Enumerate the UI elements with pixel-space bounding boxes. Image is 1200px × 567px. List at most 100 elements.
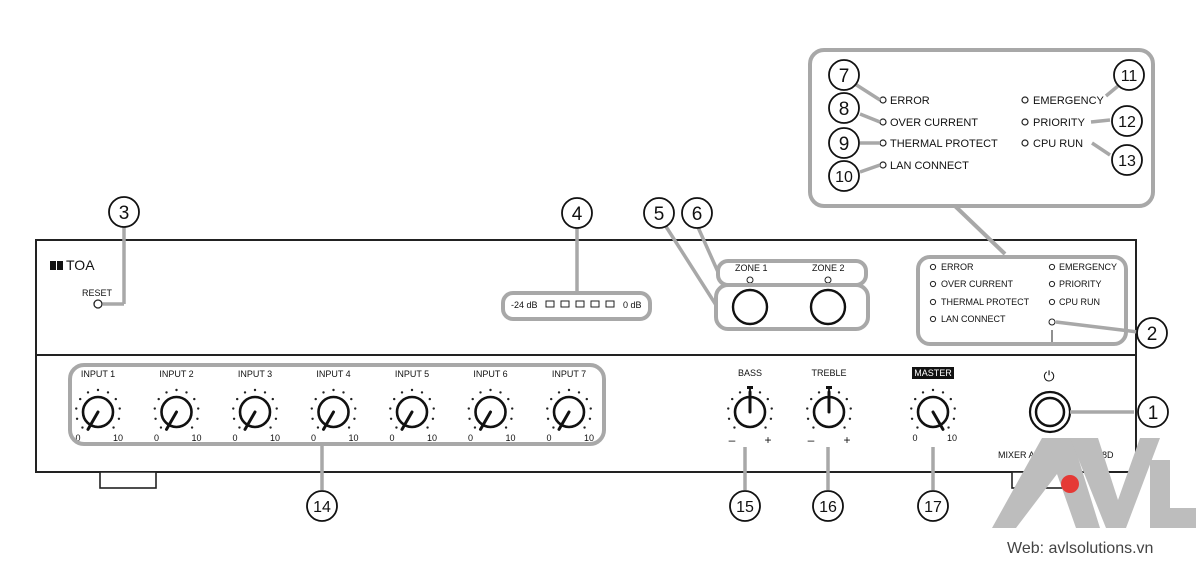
knob-tick [197,407,200,410]
input-max-label: 10 [584,433,594,443]
knob-tick [75,407,78,410]
knob-tick [347,426,351,429]
meter-high-label: 0 dB [623,300,642,310]
input-min-label: 0 [546,433,551,443]
knob-tick [510,417,513,420]
zoom-label: ERROR [890,95,930,107]
knob-tick [585,397,588,401]
knob-tick [921,391,925,394]
knob-tick [468,417,471,420]
knob-tick [353,417,356,420]
zone-2-led [824,276,832,284]
reset-button[interactable] [93,299,103,309]
knob-tick [806,407,809,410]
status-led [1048,263,1056,271]
meter-segment [575,300,585,308]
knob-tick [910,407,913,410]
highlight-zone-leds [716,259,868,287]
status-led [929,280,937,288]
knob-tick [157,397,160,401]
knob-tick [316,426,320,429]
knob-tick [196,417,199,420]
knob-tick [410,388,414,392]
input-max-label: 10 [113,433,123,443]
tone-max-label: + [764,433,771,447]
leader-7 [854,82,881,102]
knob-tick [159,426,163,429]
power-button[interactable] [1034,396,1066,428]
knob-tick [154,417,157,420]
callout-1: 1 [1148,403,1159,424]
knob-tick [504,426,508,429]
knob-tick [118,407,121,410]
master-label-bg [912,367,954,379]
knob-tick [827,388,831,392]
avl-logo-v [1070,438,1160,528]
brand-name: TOA [66,257,95,273]
input-min-label: 0 [311,433,316,443]
knob-tick [507,397,510,401]
callout-16-circle [812,490,844,522]
avl-logo-a [992,438,1100,528]
knob-tick [389,417,393,420]
callout-6-circle [681,197,713,229]
zone-2-button[interactable] [809,288,847,326]
knob-tick [806,417,810,420]
callout-13: 13 [1118,153,1136,170]
avl-logo-dot [1061,475,1079,493]
knob-tick [511,407,514,410]
zoom-led [1021,118,1029,126]
callout-3-circle [108,196,140,228]
tone-max-label: + [843,433,850,447]
callout-13-circle [1111,144,1143,176]
meter-segments [545,300,615,308]
input-max-label: 10 [348,433,358,443]
callout-8-circle [828,92,860,124]
knob-tick [269,426,272,429]
input-max-label: 10 [427,433,437,443]
tone-min-label: – [808,433,815,447]
leader-11 [1104,84,1120,98]
zone-1-button[interactable] [731,288,769,326]
callout-10-circle [828,160,860,192]
toa-logo: TOA [50,257,95,273]
knob-tick [727,407,730,410]
callout-4: 4 [572,204,583,225]
power-icon: ⏻ [1043,368,1054,384]
status-label: EMERGENCY [1059,262,1117,272]
avl-logo-l [1150,460,1196,528]
knob-tick [589,407,592,410]
knob-tick [770,407,773,410]
knob-pointer [479,410,492,431]
knob-tick [79,397,82,401]
zoom-box-outline [808,48,1155,208]
knob-tick [848,417,852,420]
knob-tick [342,391,345,394]
watermark-web: Web: avlsolutions.vn [1007,540,1153,557]
knob-pointer [165,410,178,431]
meter-segment [605,300,615,308]
zoom-label: OVER CURRENT [890,117,978,129]
knob-tick [395,426,398,429]
tone-center-mark [747,386,753,389]
leader-5 [663,224,718,306]
knob-tick [275,407,278,410]
callout-14: 14 [313,499,331,516]
callout-15: 15 [736,499,754,516]
knob-tick [588,417,592,420]
leader-lines [103,82,1139,490]
leader-6 [695,224,720,273]
zoom-label: LAN CONNECT [890,160,969,172]
knob-tick [112,426,115,429]
knob-tick [764,426,767,429]
knob-tick [96,388,100,392]
knob-tick [552,426,555,429]
knob-tick [274,417,278,420]
callout-12-circle [1111,105,1143,137]
input-label: INPUT 6 [473,369,507,379]
highlight-outlines [68,48,1155,446]
